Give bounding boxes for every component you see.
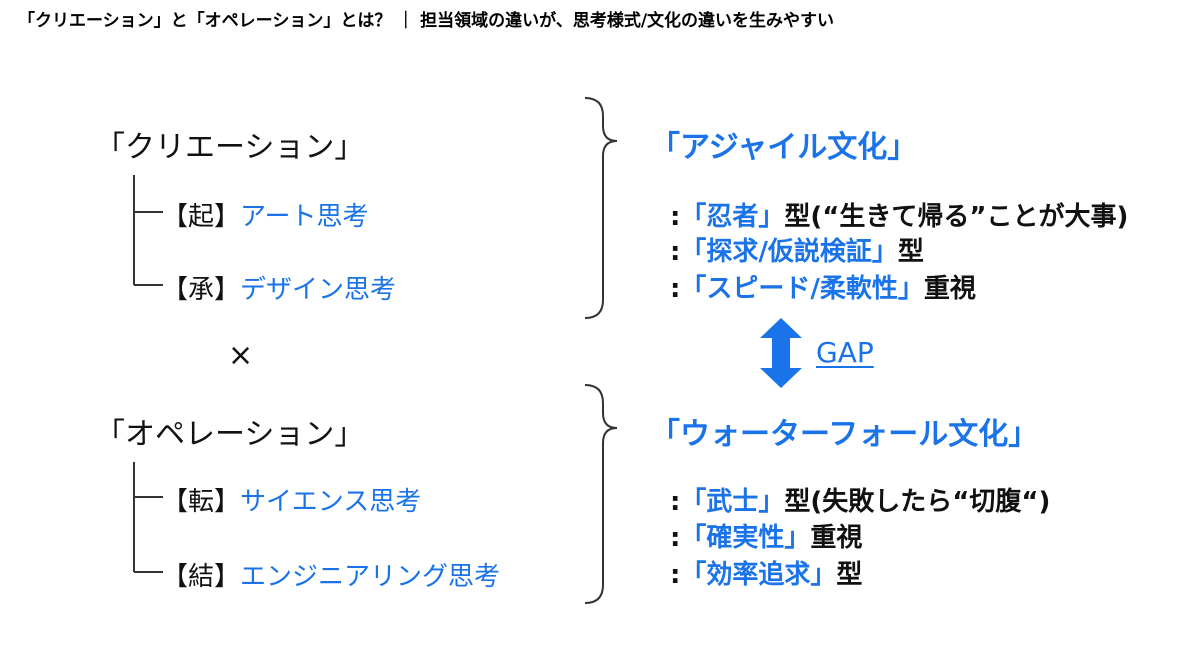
agile-item-suffix: 重視 [923, 274, 976, 304]
double-arrow-vertical-icon [760, 318, 802, 388]
waterfall-item-highlight: 「確実性」 [680, 523, 811, 553]
agile-item: :「忍者」型(“生きて帰る”ことが大事) [670, 196, 1128, 233]
creation-item-sho-bracket: 【承】 [162, 275, 241, 305]
waterfall-item: :「確実性」重視 [670, 517, 862, 554]
creation-item-ki-bracket: 【起】 [162, 202, 241, 232]
gap-label: GAP [816, 336, 874, 369]
waterfall-item-suffix: 重視 [810, 523, 863, 553]
creation-item-sho-label: デザイン思考 [240, 275, 397, 305]
operation-item-ten-bracket: 【転】 [162, 487, 241, 517]
agile-item-prefix: : [670, 237, 681, 267]
agile-culture-title: 「アジャイル文化」 [650, 130, 918, 165]
agile-item-prefix: : [670, 202, 681, 232]
page-title: 「クリエーション」と「オペレーション」とは？ ｜ 担当領域の違いが、思考様式/文… [18, 11, 835, 31]
waterfall-item-prefix: : [670, 523, 681, 553]
agile-item-suffix: 型(“生きて帰る”ことが大事) [784, 202, 1129, 232]
waterfall-item-highlight: 「武士」 [680, 487, 785, 517]
creation-brace [584, 97, 618, 319]
operation-tree-connector [133, 462, 163, 573]
agile-item: :「探求/仮説検証」型 [670, 231, 924, 268]
creation-tree-connector [133, 175, 163, 286]
creation-item-ki: 【起】アート思考 [162, 196, 368, 233]
agile-item-highlight: 「忍者」 [680, 202, 785, 232]
operation-brace [584, 384, 618, 604]
operation-item-ketsu-bracket: 【結】 [162, 562, 241, 592]
waterfall-item-highlight: 「効率追求」 [680, 560, 837, 590]
agile-item-highlight: 「探求/仮説検証」 [680, 237, 898, 267]
agile-item-suffix: 型 [897, 237, 924, 267]
waterfall-item-suffix: 型(失敗したら“切腹“) [784, 487, 1051, 517]
operation-item-ten: 【転】サイエンス思考 [162, 481, 421, 518]
waterfall-item-prefix: : [670, 487, 681, 517]
waterfall-item: :「武士」型(失敗したら“切腹“) [670, 481, 1050, 518]
agile-item-highlight: 「スピード/柔軟性」 [680, 274, 924, 304]
operation-item-ten-label: サイエンス思考 [240, 487, 422, 517]
waterfall-item-suffix: 型 [836, 560, 863, 590]
operation-item-ketsu-label: エンジニアリング思考 [240, 562, 501, 592]
operation-heading: 「オペレーション」 [95, 417, 365, 452]
operation-item-ketsu: 【結】エンジニアリング思考 [162, 556, 500, 593]
creation-item-sho: 【承】デザイン思考 [162, 269, 396, 306]
agile-item-prefix: : [670, 274, 681, 304]
waterfall-item: :「効率追求」型 [670, 554, 862, 591]
times-operator: × [228, 338, 254, 373]
waterfall-item-prefix: : [670, 560, 681, 590]
waterfall-culture-title: 「ウォーターフォール文化」 [650, 417, 1039, 452]
agile-item: :「スピード/柔軟性」重視 [670, 268, 976, 305]
creation-item-ki-label: アート思考 [240, 202, 369, 232]
creation-heading: 「クリエーション」 [95, 130, 365, 165]
